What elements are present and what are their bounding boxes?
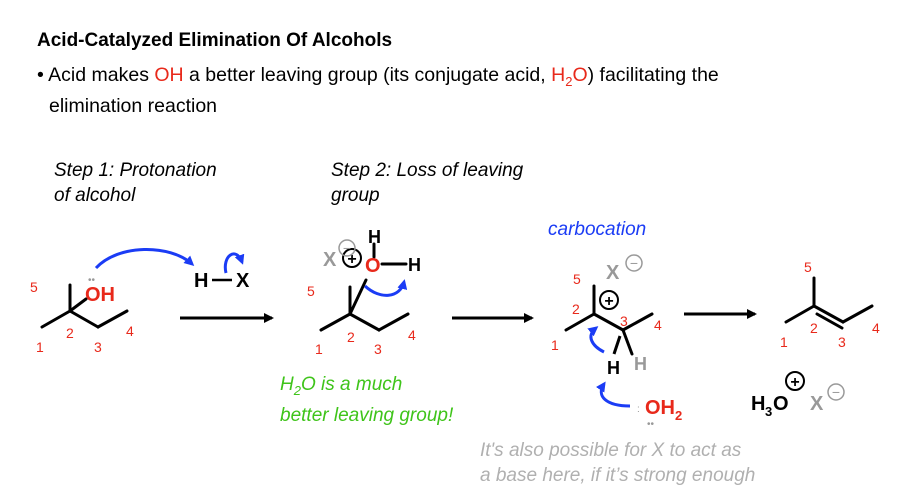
mol2-h-right: H xyxy=(408,255,421,275)
bullet-text: • Acid makes OH a better leaving group (… xyxy=(37,63,719,119)
h2o-highlight: H2O xyxy=(551,64,588,89)
mol3-num-5: 5 xyxy=(573,271,581,287)
molecule-1 xyxy=(40,283,129,329)
h3o-plus-circle xyxy=(785,371,805,391)
step1-line1: Step 1: Protonation xyxy=(54,160,217,181)
mol2-plus-circle xyxy=(342,248,362,268)
h3o-o: O xyxy=(773,393,789,415)
curved-arrow-4 xyxy=(587,326,605,354)
curved-arrow-1 xyxy=(94,248,195,270)
mol3-numbers: 5 2 3 4 1 xyxy=(551,271,662,353)
note-sub: 2 xyxy=(293,382,301,398)
mol3-minus-circle xyxy=(625,254,643,272)
final-x: X xyxy=(810,393,824,415)
mol2-o: O xyxy=(365,255,381,277)
water-lone-pair-2: •• xyxy=(647,419,655,430)
mol2-plus: + xyxy=(347,251,356,268)
mol4-numbers: 5 2 1 3 4 xyxy=(780,259,880,350)
h3o-plus: + xyxy=(790,374,799,391)
final-minus-circle xyxy=(827,383,845,401)
mol1-num-2: 2 xyxy=(66,325,74,341)
mol3-ch-bond xyxy=(612,335,622,355)
mol2-num-1: 1 xyxy=(315,341,323,357)
h2o-h: H xyxy=(551,64,566,86)
mol3-num-2: 2 xyxy=(572,301,580,317)
bullet-line2: elimination reaction xyxy=(49,94,218,117)
green-note-line2: better leaving group! xyxy=(280,404,454,426)
mol1-num-4: 4 xyxy=(126,323,134,339)
bullet-part2: a better leaving group (its conjugate ac… xyxy=(183,64,552,86)
green-note: H2O is a much better leaving group! xyxy=(280,372,453,428)
curved-arrow-3 xyxy=(363,279,408,297)
mol3-x: X xyxy=(606,262,620,284)
water-sub: 2 xyxy=(675,408,682,423)
molecule-3 xyxy=(564,284,654,356)
h2o-sub: 2 xyxy=(565,73,573,89)
mol3-num-3: 3 xyxy=(620,313,628,329)
step1-line2: of alcohol xyxy=(54,185,136,206)
h3o-sub: 3 xyxy=(765,404,772,419)
grey-note: It's also possible for X to act as a bas… xyxy=(480,438,755,488)
bullet-part3: ) facilitating the xyxy=(587,64,719,86)
note-h: H xyxy=(280,374,294,395)
grey-note-line1: It's also possible for X to act as xyxy=(480,440,742,461)
mol4-num-3: 3 xyxy=(838,334,846,350)
mol1-num-5: 5 xyxy=(30,279,38,295)
mol3-h: H xyxy=(607,358,620,378)
bullet-part1: Acid makes xyxy=(48,64,155,86)
curved-arrow-2 xyxy=(223,252,245,274)
step2-label: Step 2: Loss of leaving group xyxy=(331,158,523,208)
mol2-num-3: 3 xyxy=(374,341,382,357)
mol2-num-4: 4 xyxy=(408,327,416,343)
mol2-num-2: 2 xyxy=(347,329,355,345)
step2-line1: Step 2: Loss of leaving xyxy=(331,160,524,181)
molecule-2 xyxy=(319,242,410,332)
mol3-minus: − xyxy=(630,255,638,271)
mol4-num-1: 1 xyxy=(780,334,788,350)
note-rest: O is a much xyxy=(300,374,403,395)
grey-note-line2: a base here, if it’s strong enough xyxy=(480,465,756,486)
mol1-lone-pair: •• xyxy=(88,275,96,286)
mol2-minus-circle xyxy=(338,239,356,257)
mol2-numbers: 5 1 2 3 4 xyxy=(307,283,416,357)
mol3-num-4: 4 xyxy=(654,317,662,333)
mol4-num-4: 4 xyxy=(872,320,880,336)
mol3-num-1: 1 xyxy=(551,337,559,353)
mol3-h-grey: H xyxy=(634,354,647,374)
curved-arrow-5 xyxy=(595,381,631,408)
h2o-o: O xyxy=(572,64,588,86)
mol4-num-5: 5 xyxy=(804,259,812,275)
mol3-plus-circle xyxy=(599,290,619,310)
carbocation-label: carbocation xyxy=(548,219,647,240)
step2-line2: group xyxy=(331,185,380,206)
mol4-num-2: 2 xyxy=(810,320,818,336)
molecule-4 xyxy=(784,276,874,330)
mol2-num-5: 5 xyxy=(307,283,315,299)
mol2-x: X xyxy=(323,249,337,271)
mol2-minus: − xyxy=(343,240,351,256)
water-lone-pair-1: : xyxy=(637,404,640,415)
step1-label: Step 1: Protonation of alcohol xyxy=(54,158,217,208)
h3o-h: H xyxy=(751,393,765,415)
mol1-num-1: 1 xyxy=(36,339,44,355)
bullet-marker: • xyxy=(37,64,44,86)
mol1-oh: OH xyxy=(85,284,115,306)
mol1-num-3: 3 xyxy=(94,339,102,355)
oh-highlight: OH xyxy=(154,64,184,86)
mol1-numbers: 5 1 2 3 4 xyxy=(30,279,134,355)
page-title: Acid-Catalyzed Elimination Of Alcohols xyxy=(37,30,393,51)
water-oh: OH xyxy=(645,397,675,419)
mol2-h-top: H xyxy=(368,227,381,247)
hx-x: X xyxy=(236,270,250,292)
mol3-plus: + xyxy=(604,293,613,310)
hx-h: H xyxy=(194,270,208,292)
final-minus: − xyxy=(832,384,840,400)
